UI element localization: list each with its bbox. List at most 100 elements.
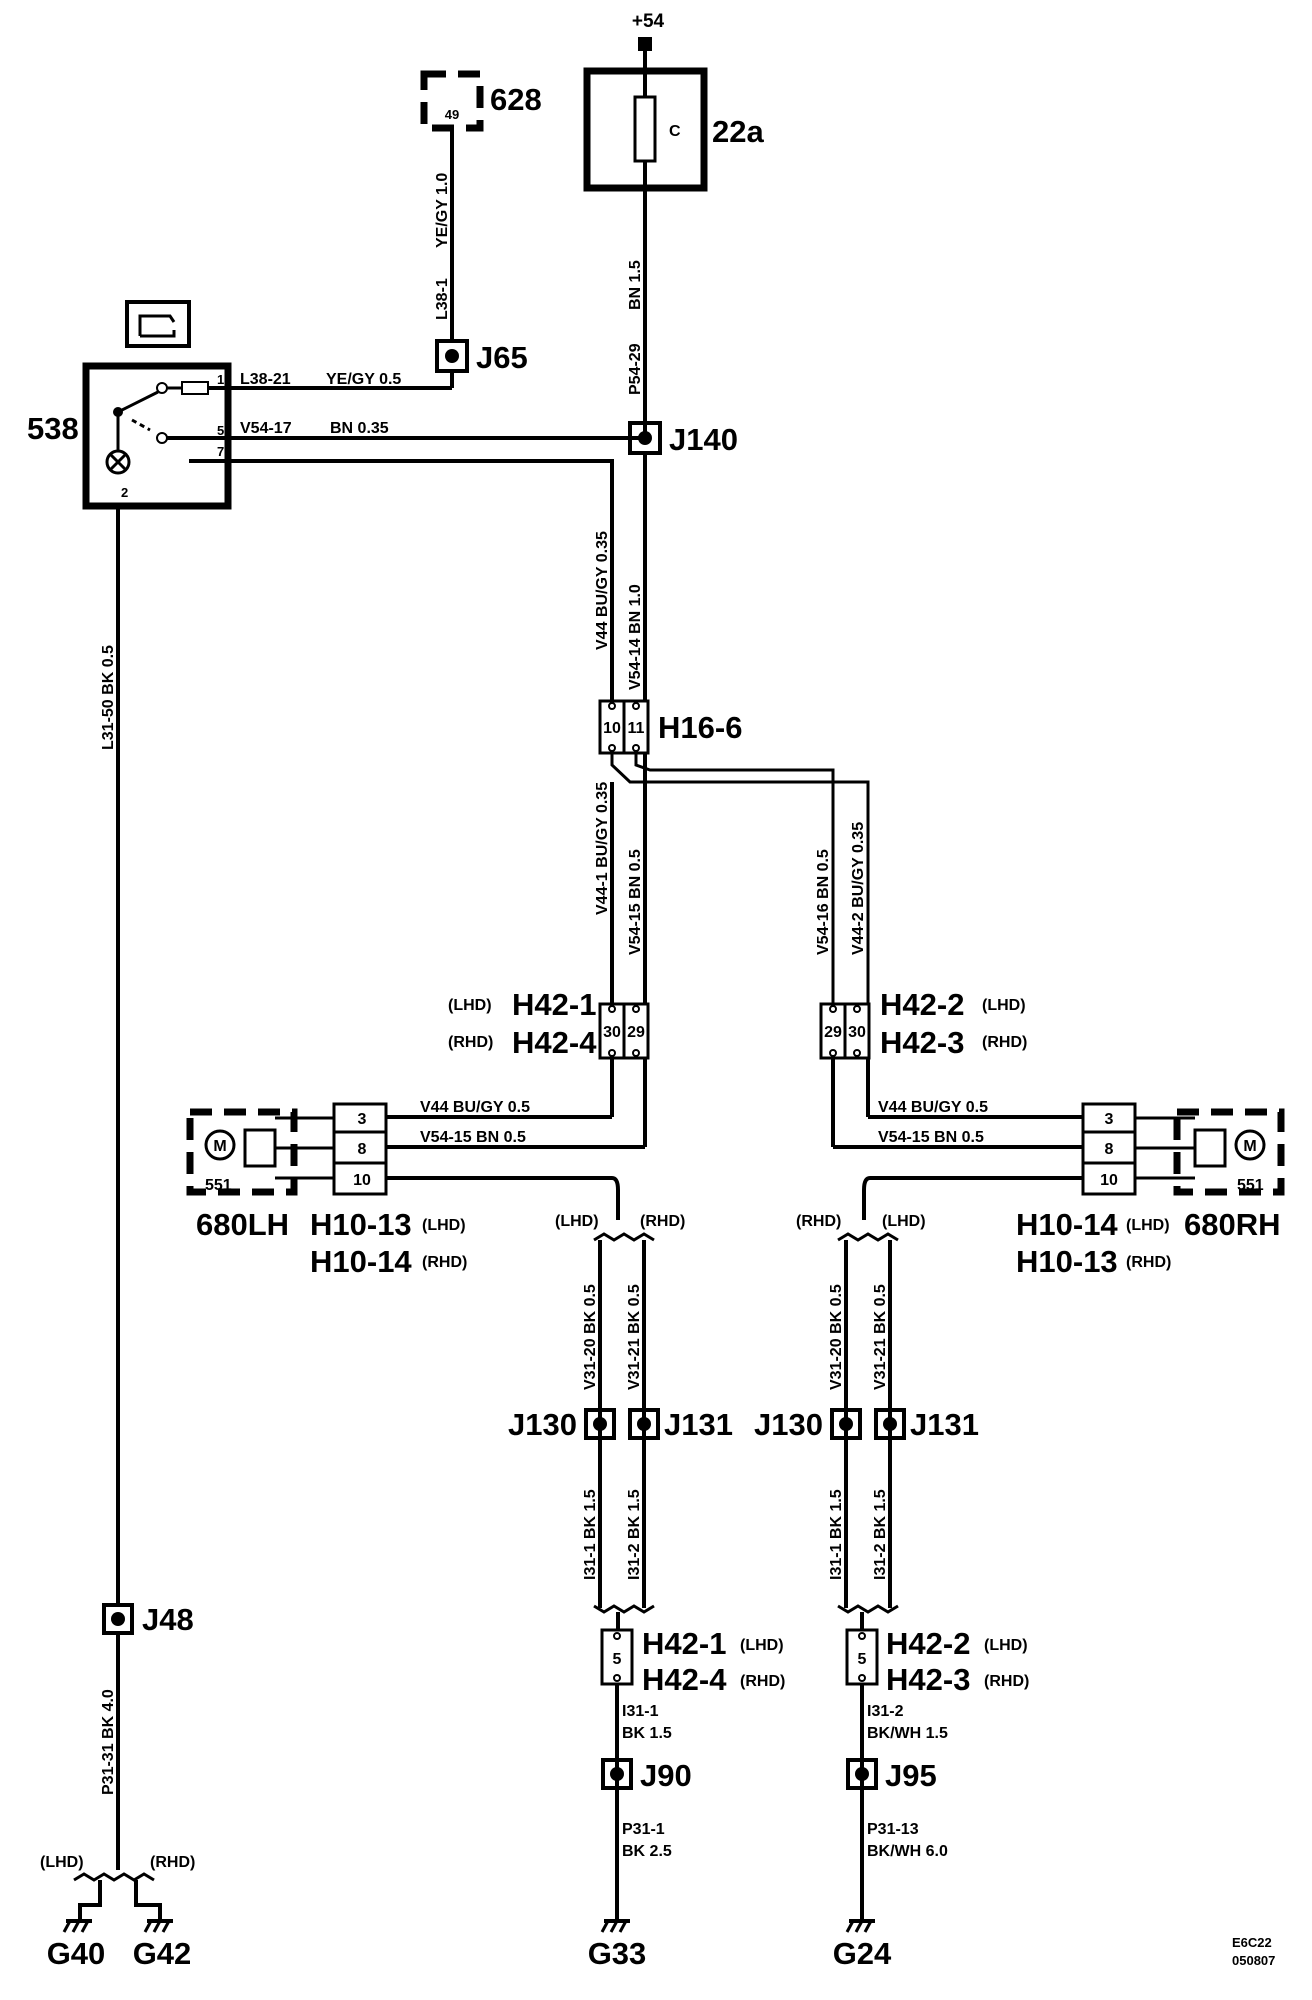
motor-rh-icon (1234, 1129, 1266, 1161)
ground-split-lhd: (LHD) (40, 1854, 84, 1871)
joint-j131-left-label: J131 (664, 1407, 733, 1442)
branch-left-lhd: (LHD) (555, 1213, 599, 1230)
h42-2-bottom-label: H42-2 (886, 1626, 970, 1661)
wire-p54-29: P54-29 (627, 343, 644, 395)
ground-split-rhd: (RHD) (150, 1854, 195, 1871)
wire-v31-20-left: V31-20 BK 0.5 (582, 1284, 599, 1390)
supply-label: +54 (632, 11, 665, 32)
ground-g33-icon (600, 1919, 630, 1933)
wire-yegy-1.0: YE/GY 1.0 (434, 173, 451, 248)
wire-bn-0.35: BN 0.35 (330, 420, 389, 437)
connector-h10-13-label: H10-13 (310, 1207, 412, 1242)
switch-symbol-icon (125, 300, 191, 348)
joint-j130-left (584, 1408, 616, 1440)
h10-13-rh-rhd: (RHD) (1126, 1254, 1171, 1271)
h42-1-lhd: (LHD) (448, 997, 492, 1014)
wire-v54-16: V54-16 BN 0.5 (815, 849, 832, 955)
component-628-label: 628 (490, 82, 542, 117)
ground-g24-icon (845, 1919, 875, 1933)
joint-j90 (601, 1758, 633, 1790)
joint-j131-right (874, 1408, 906, 1440)
joint-j131-right-label: J131 (910, 1407, 979, 1442)
motor-680rh-label: 680RH (1184, 1207, 1281, 1242)
wire-i31-1-left: I31-1 BK 1.5 (582, 1489, 599, 1580)
wire-l38-1: L38-1 (434, 278, 451, 320)
joint-j130-right-label: J130 (754, 1407, 823, 1442)
wire-v44-lh: V44 BU/GY 0.5 (420, 1099, 530, 1116)
h42-right-bottom-pin-5: 5 (858, 1651, 867, 1668)
supply-terminal (638, 37, 652, 51)
wire-bk-2.5-label: BK 2.5 (622, 1843, 672, 1860)
h10-14-rh-lhd: (LHD) (1126, 1217, 1170, 1234)
connector-h10-14-rh-label: H10-14 (1016, 1207, 1118, 1242)
wire-i31-2-left: I31-2 BK 1.5 (626, 1489, 643, 1580)
h42-2-bottom-lhd: (LHD) (984, 1637, 1028, 1654)
h42-4-rhd: (RHD) (448, 1034, 493, 1051)
h42-4-bottom-label: H42-4 (642, 1662, 727, 1697)
h42-3-bottom-label: H42-3 (886, 1662, 970, 1697)
wire-v54-15-vertical: V54-15 BN 0.5 (627, 849, 644, 955)
joint-j95-label: J95 (885, 1758, 937, 1793)
wire-l38-21: L38-21 (240, 371, 291, 388)
h42-3-bottom-rhd: (RHD) (984, 1673, 1029, 1690)
fuse-label: C (669, 123, 681, 140)
connector-h10-14-label: H10-14 (310, 1244, 412, 1279)
wire-bk-1.5-label: BK 1.5 (622, 1725, 672, 1742)
h10-rh-pin-3: 3 (1105, 1111, 1114, 1128)
motor-lh-icon (204, 1129, 236, 1161)
wire-i31-1-label: I31-1 (622, 1703, 659, 1720)
joint-j130-right (830, 1408, 862, 1440)
wire-v44-1: V44-1 BU/GY 0.35 (594, 782, 611, 915)
h10-rh-pin-8: 8 (1105, 1141, 1114, 1158)
motor-680lh-label: 680LH (196, 1207, 289, 1242)
wire-v44-rh: V44 BU/GY 0.5 (878, 1099, 988, 1116)
wire-p31-31: P31-31 BK 4.0 (100, 1689, 117, 1795)
branch-left-rhd: (RHD) (640, 1213, 685, 1230)
wire-p31-13-label: P31-13 (867, 1821, 919, 1838)
branch-right-lhd: (LHD) (882, 1213, 926, 1230)
wire-l31-50: L31-50 BK 0.5 (100, 645, 117, 750)
h42-2-lhd: (LHD) (982, 997, 1026, 1014)
motor-rh-code: 551 (1237, 1177, 1264, 1194)
h10-14-rhd: (RHD) (422, 1254, 467, 1271)
wire-v54-15-lh: V54-15 BN 0.5 (420, 1129, 526, 1146)
joint-j65-label: J65 (476, 340, 528, 375)
h42-1-bottom-label: H42-1 (642, 1626, 726, 1661)
wire-v54-14: V54-14 BN 1.0 (627, 584, 644, 690)
wire-i31-1-right: I31-1 BK 1.5 (828, 1489, 845, 1580)
wire-v31-21-right: V31-21 BK 0.5 (872, 1284, 889, 1390)
h16-pin-10: 10 (603, 720, 621, 737)
connector-h42-2-label: H42-2 (880, 987, 964, 1022)
h42-left-pin-30: 30 (603, 1024, 621, 1041)
connector-h42-4-label: H42-4 (512, 1025, 597, 1060)
motor-680rh (1173, 1108, 1285, 1196)
ground-g40-label: G40 (47, 1936, 106, 1971)
wire-yegy-0.5: YE/GY 0.5 (326, 371, 401, 388)
h42-1-bottom-lhd: (LHD) (740, 1637, 784, 1654)
wire-v54-15-rh: V54-15 BN 0.5 (878, 1129, 984, 1146)
switch-pin-2: 2 (121, 485, 128, 500)
joint-j48-label: J48 (142, 1602, 194, 1637)
motor-lh-code: 551 (205, 1177, 232, 1194)
switch-pin-1: 1 (217, 372, 224, 387)
connector-h42-3-label: H42-3 (880, 1025, 964, 1060)
motor-680lh (186, 1108, 298, 1196)
wire-v31-21-left: V31-21 BK 0.5 (626, 1284, 643, 1390)
branch-right-rhd: (RHD) (796, 1213, 841, 1230)
wire-bn-1.5: BN 1.5 (627, 260, 644, 310)
wire-p31-1-label: P31-1 (622, 1821, 665, 1838)
motor-rh-symbol: M (1243, 1138, 1256, 1155)
switch-pin-5: 5 (217, 423, 224, 438)
h10-lh-pin-10: 10 (353, 1172, 371, 1189)
h42-3-rhd: (RHD) (982, 1034, 1027, 1051)
wire-v44-bugy-0.35: V44 BU/GY 0.35 (594, 531, 611, 650)
connector-h10-13-rh-label: H10-13 (1016, 1244, 1118, 1279)
switch-pin-7: 7 (217, 444, 224, 459)
h16-pin-11: 11 (628, 720, 645, 737)
h42-left-pin-29: 29 (627, 1024, 645, 1041)
wire-v44-2: V44-2 BU/GY 0.35 (850, 822, 867, 955)
h42-4-bottom-rhd: (RHD) (740, 1673, 785, 1690)
wire-bkwh-1.5-label: BK/WH 1.5 (867, 1725, 948, 1742)
h10-lh-pin-8: 8 (358, 1141, 367, 1158)
h10-lh-pin-3: 3 (358, 1111, 367, 1128)
